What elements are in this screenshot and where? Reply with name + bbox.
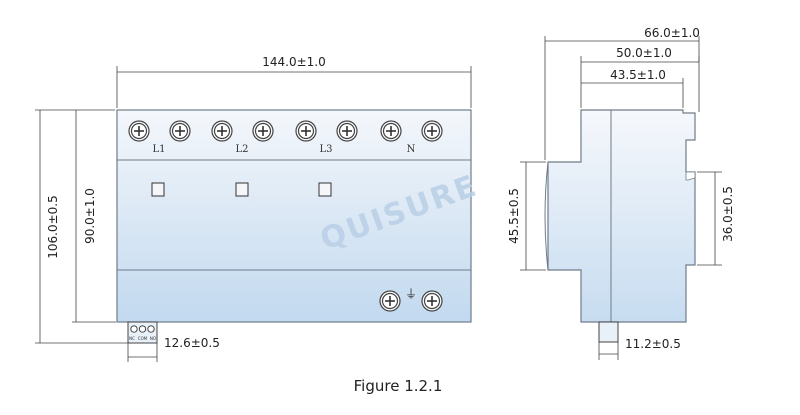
terminal-label-l1: L1 (152, 144, 165, 155)
front-view: L1 L2 L3 N ⏚ NC COM NO 144.0 (35, 55, 472, 362)
connector-pin-icon (147, 325, 155, 333)
dim-side-rail-height (697, 171, 722, 266)
dim-label-front-height: 106.0±0.5 (46, 195, 60, 259)
dim-side-front-height (520, 161, 546, 271)
side-view: 66.0±1.0 50.0±1.0 43.5±1.0 45.5±0.5 36.0… (507, 26, 735, 360)
screw-icon (211, 120, 233, 142)
dim-front-inner-height (72, 110, 116, 323)
side-front-curve (544, 161, 549, 271)
dim-label-front-width: 144.0±1.0 (262, 55, 326, 69)
terminal-label-n: N (407, 144, 416, 155)
dim-label-side-body-depth: 43.5±1.0 (610, 68, 666, 82)
dim-label-side-front-height: 45.5±0.5 (507, 188, 521, 244)
connector-pin-label: NC (129, 336, 135, 341)
screw-icon (421, 290, 443, 312)
side-body (547, 109, 696, 323)
side-rail-clip (685, 171, 696, 181)
dim-front-width (116, 66, 472, 108)
indicator-window-2 (235, 182, 249, 197)
dim-label-side-mid-depth: 50.0±1.0 (616, 46, 672, 60)
connector-pin-icon (138, 325, 147, 333)
screw-icon (380, 120, 402, 142)
signal-connector: NC COM NO (127, 321, 158, 344)
front-body (116, 109, 472, 323)
dim-side-total-depth (544, 36, 700, 160)
screw-icon (336, 120, 358, 142)
screw-icon (128, 120, 150, 142)
screw-icon (295, 120, 317, 142)
dim-label-connector-width: 12.6±0.5 (164, 336, 220, 350)
dim-label-side-rail-height: 36.0±0.5 (721, 186, 735, 242)
connector-pin-label: NO (150, 336, 156, 341)
connector-pin-icon (130, 325, 138, 333)
screw-icon (252, 120, 274, 142)
indicator-window-1 (151, 182, 165, 197)
side-foot (598, 321, 619, 343)
earth-ground-icon: ⏚ (405, 287, 417, 301)
terminal-label-l3: L3 (319, 144, 332, 155)
dim-side-body-depth (581, 78, 684, 108)
dim-side-mid-depth (580, 56, 700, 108)
dim-front-height (35, 109, 128, 344)
screw-icon (169, 120, 191, 142)
dim-label-side-foot: 11.2±0.5 (625, 337, 681, 351)
dim-side-foot (598, 342, 619, 360)
screw-icon (421, 120, 443, 142)
screw-icon (379, 290, 401, 312)
earth-terminal: ⏚ (379, 287, 443, 312)
connector-pin-label: COM (138, 336, 148, 341)
dim-label-front-inner-height: 90.0±1.0 (83, 188, 97, 244)
dim-label-side-total-depth: 66.0±1.0 (644, 26, 700, 40)
figure-caption: Figure 1.2.1 (354, 377, 443, 395)
terminal-label-l2: L2 (235, 144, 248, 155)
indicator-window-3 (318, 182, 332, 197)
dim-connector-width (127, 343, 158, 362)
